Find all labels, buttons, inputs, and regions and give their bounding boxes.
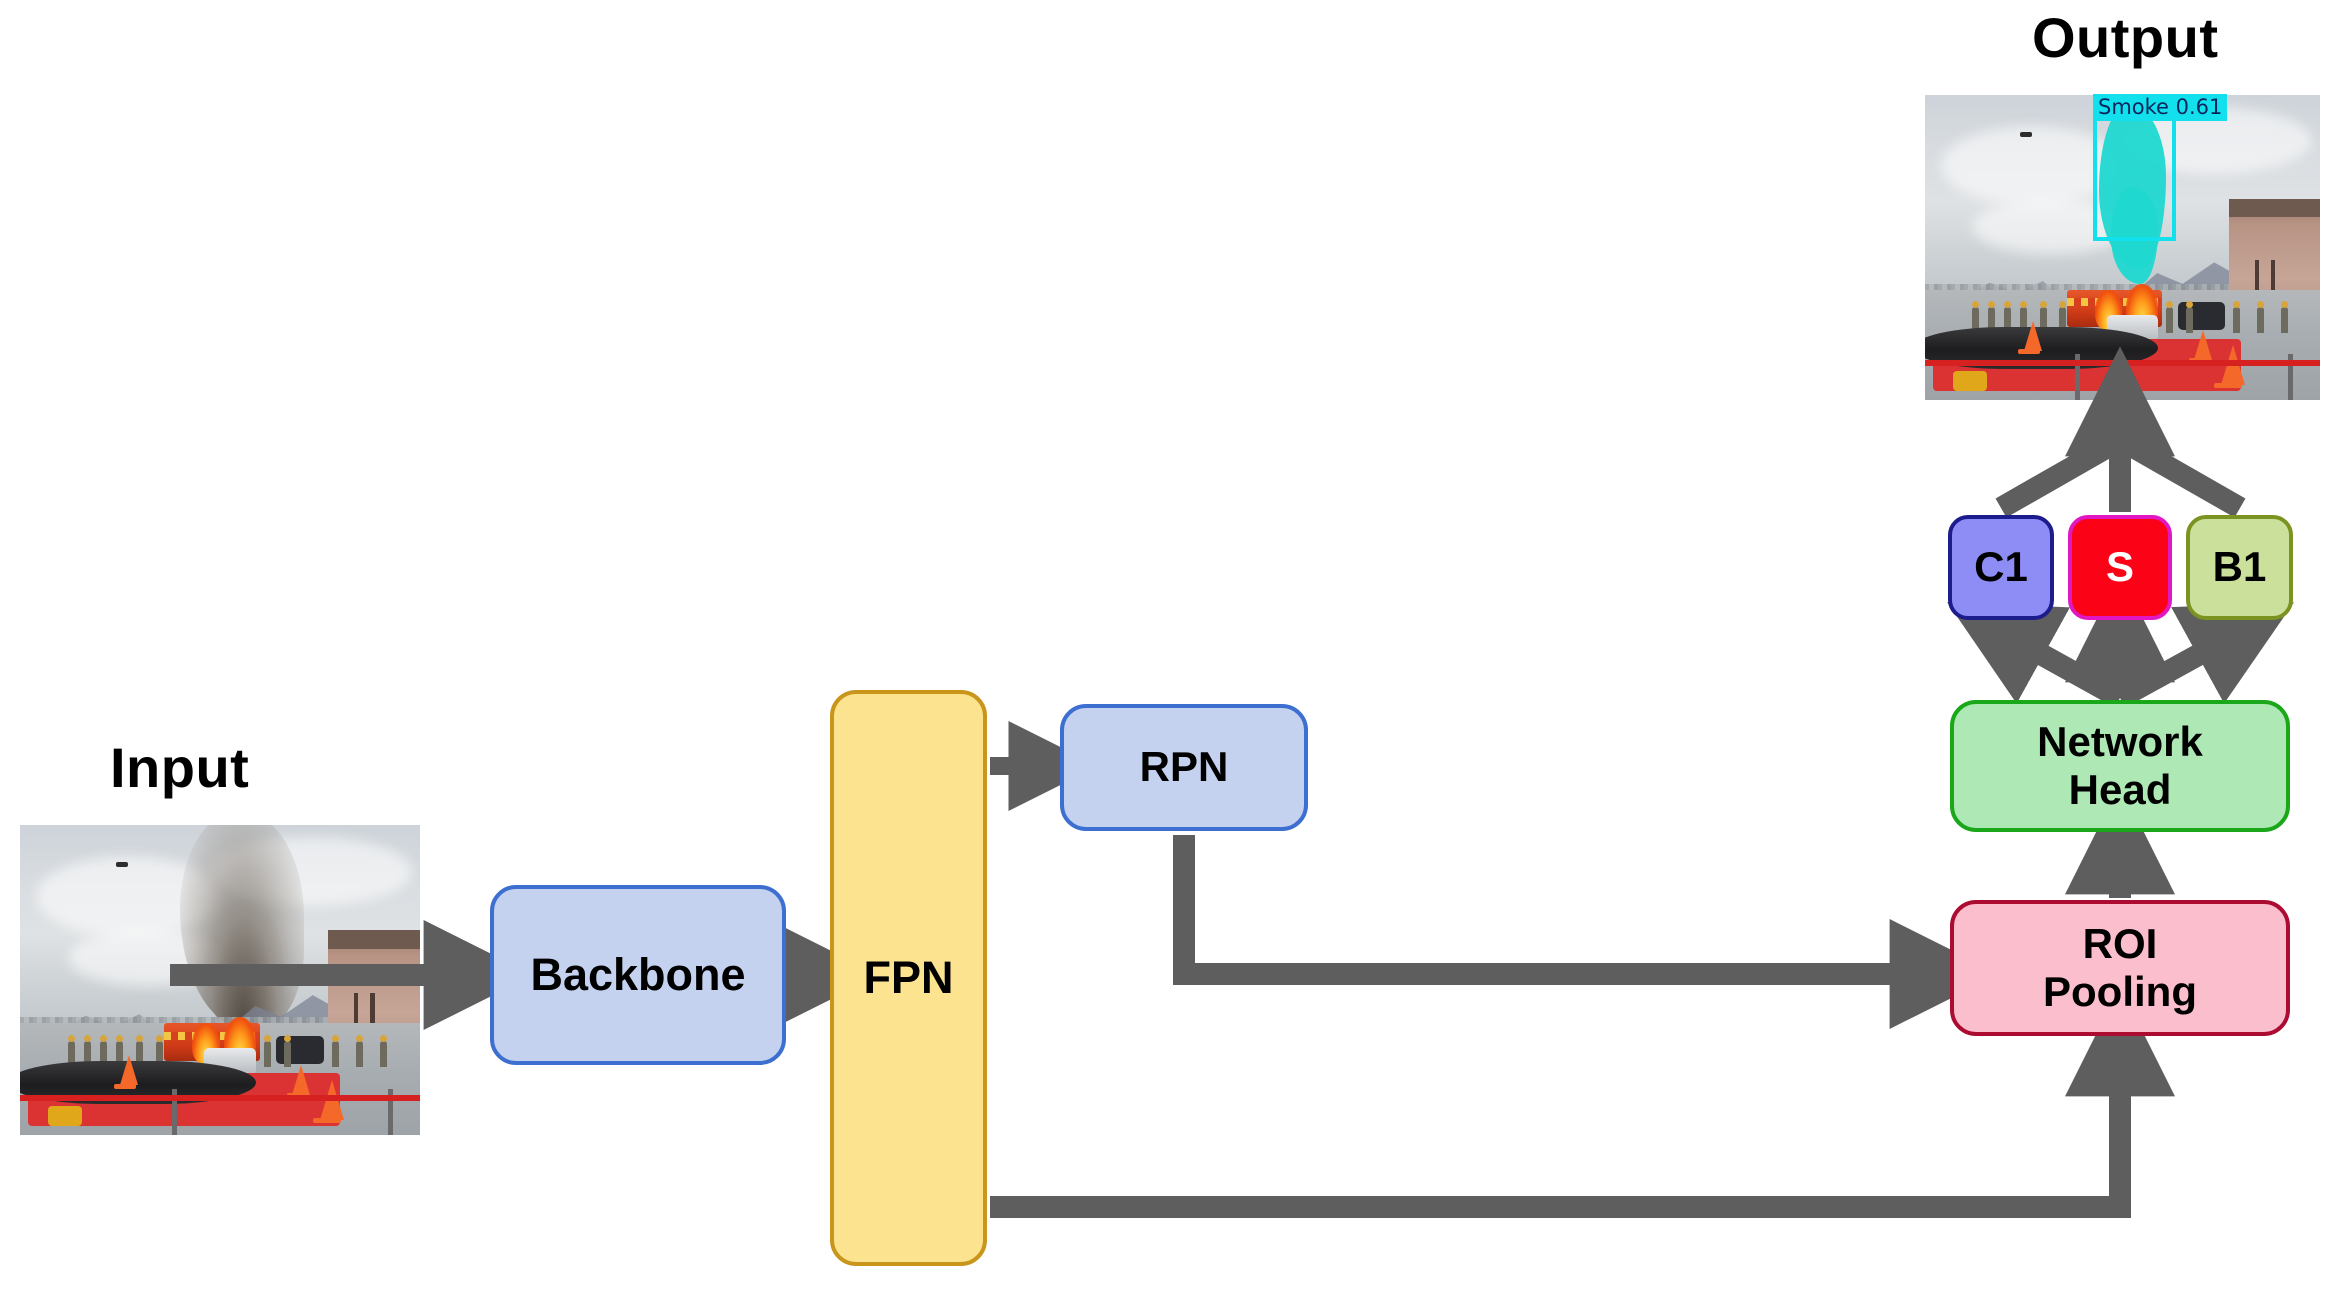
firefighter <box>356 1034 363 1067</box>
firefighter <box>2039 300 2047 333</box>
firefighter <box>136 1034 143 1067</box>
drone-icon <box>2019 131 2032 137</box>
node-rpn[interactable]: RPN <box>1060 704 1308 831</box>
node-s-label: S <box>2105 543 2134 591</box>
firefighter <box>2256 300 2264 333</box>
arrow-rpn-to-roi <box>1173 835 2000 1029</box>
generator <box>1952 370 1987 391</box>
red-railing <box>20 1094 420 1101</box>
traffic-cone <box>2193 330 2212 361</box>
node-c1[interactable]: C1 <box>1948 515 2054 620</box>
detection-label: Smoke 0.61 <box>2093 94 2228 121</box>
red-railing <box>1925 360 2320 367</box>
output-title: Output <box>2032 6 2219 69</box>
firefighter <box>1972 300 1980 333</box>
firefighter <box>1988 300 1996 333</box>
node-network-head[interactable]: Network Head <box>1950 700 2290 832</box>
output-image <box>1925 95 2320 400</box>
node-backbone-label: Backbone <box>530 949 746 1001</box>
generator <box>48 1105 82 1126</box>
traffic-cone <box>2214 382 2243 388</box>
node-roi-pooling-label: ROI Pooling <box>2043 920 2197 1017</box>
firefighter <box>2059 300 2067 333</box>
firefighter <box>156 1034 163 1067</box>
input-title: Input <box>110 736 250 799</box>
arrow-b1-to-output <box>2122 434 2246 518</box>
arrow-head-to-c1 <box>1947 602 2126 708</box>
traffic-cone <box>114 1083 136 1089</box>
node-b1-label: B1 <box>2212 543 2267 591</box>
firefighter <box>2019 300 2027 333</box>
firefighter <box>2165 300 2173 333</box>
window <box>370 993 375 1024</box>
smoke-segmentation-mask <box>2110 186 2159 285</box>
node-b1[interactable]: B1 <box>2186 515 2293 620</box>
node-network-head-line2: Head <box>2068 766 2172 813</box>
drone-icon <box>116 862 128 868</box>
traffic-cone <box>2017 349 2040 355</box>
node-s[interactable]: S <box>2068 515 2172 620</box>
firefighter <box>68 1034 75 1067</box>
node-backbone[interactable]: Backbone <box>490 885 786 1065</box>
cloud <box>1940 125 2123 205</box>
window <box>2270 260 2276 290</box>
arrow-fpn-to-roi <box>990 986 2175 1218</box>
dark-vehicle <box>2177 302 2226 330</box>
node-roi-pooling-line1: ROI <box>2082 919 2158 967</box>
firefighter <box>2280 300 2288 333</box>
firefighter <box>84 1034 91 1067</box>
barrier-post <box>2288 354 2294 400</box>
node-roi-pooling-line2: Pooling <box>2043 968 2197 1015</box>
node-roi-pooling[interactable]: ROI Pooling <box>1950 900 2290 1036</box>
firefighter <box>2185 300 2193 333</box>
firefighter <box>100 1034 107 1067</box>
barrier-post <box>172 1089 177 1135</box>
firefighter <box>380 1034 387 1067</box>
arrow-head-to-b1 <box>2114 602 2294 708</box>
node-fpn[interactable]: FPN <box>830 690 987 1266</box>
firefighter <box>2004 300 2011 333</box>
traffic-cone <box>292 1064 310 1095</box>
arrow-c1-to-output <box>1995 434 2119 518</box>
firefighter <box>116 1034 123 1067</box>
node-network-head-line1: Network <box>2037 717 2203 765</box>
traffic-cone <box>2023 321 2042 352</box>
barrier-post <box>388 1089 393 1135</box>
window <box>2254 260 2260 290</box>
traffic-cone <box>120 1055 138 1086</box>
firefighter <box>284 1034 291 1067</box>
firefighter <box>264 1034 271 1067</box>
firefighter <box>2233 300 2241 333</box>
node-c1-label: C1 <box>1974 543 2028 591</box>
node-rpn-label: RPN <box>1139 743 1229 791</box>
node-network-head-label: Network Head <box>2037 718 2203 815</box>
window <box>353 993 359 1024</box>
traffic-cone <box>312 1117 341 1123</box>
node-fpn-label: FPN <box>863 952 954 1004</box>
firefighter <box>332 1034 339 1067</box>
input-image <box>20 825 420 1135</box>
